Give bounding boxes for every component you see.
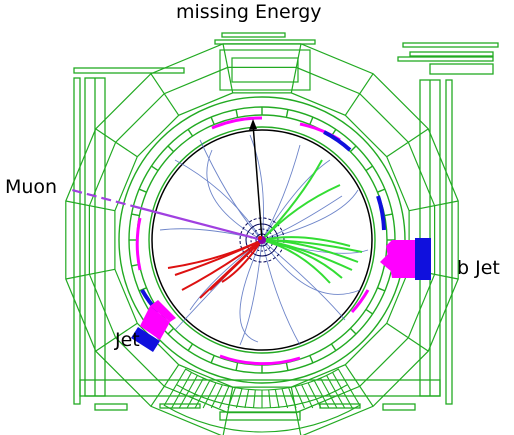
fan-segment	[186, 377, 204, 409]
chamber-spoke	[150, 364, 180, 407]
calorimeter-segment	[167, 327, 175, 335]
bottom-fan	[163, 368, 361, 433]
muon-track	[71, 188, 263, 242]
calorimeter-segment	[167, 145, 175, 153]
calorimeter-segment	[365, 165, 373, 172]
fan-segment	[307, 382, 322, 409]
calorimeter-segment	[235, 109, 239, 118]
calorimeter-segment	[235, 362, 239, 371]
calorimeter-segment	[151, 165, 159, 172]
jet-label: Jet	[115, 329, 140, 351]
b-jet-tracks	[261, 159, 363, 284]
fan-segment	[171, 372, 192, 409]
muon-chambers	[65, 43, 459, 435]
calorimeter-segment	[349, 327, 357, 335]
jet-deposit	[131, 300, 176, 352]
calorimeter-segment	[210, 355, 215, 364]
calorimeter-segment	[285, 362, 289, 371]
chamber-spoke	[344, 364, 374, 407]
fan-segment	[274, 389, 280, 409]
fan-segment	[313, 380, 330, 409]
calorimeter-segment	[187, 343, 194, 351]
calorimeter-segment	[309, 116, 314, 125]
chamber-spoke	[150, 73, 180, 116]
b-jet-deposit	[380, 238, 431, 280]
fan-segment	[301, 384, 314, 409]
fan-segment	[210, 384, 223, 409]
chamber-spoke	[386, 128, 429, 158]
fan-segment	[320, 377, 338, 409]
fan-mid-arc	[176, 384, 348, 409]
primary-vertex	[258, 236, 266, 244]
calorimeter-segment	[365, 308, 373, 315]
chamber-spoke	[408, 200, 459, 212]
fan-segment	[178, 375, 198, 409]
calorimeter-segment	[330, 343, 337, 351]
fan-segment	[268, 389, 272, 409]
chamber-spoke	[65, 200, 116, 212]
fan-segment	[281, 388, 289, 409]
inner-tracks	[159, 134, 369, 346]
fan-segment	[202, 382, 217, 409]
chamber-spoke	[65, 268, 116, 280]
calorimeter-segment	[210, 116, 215, 125]
calorimeter-segment	[131, 213, 140, 217]
calorimeter-segment	[349, 145, 357, 153]
calorimeter-segment	[285, 109, 289, 118]
fan-segment	[326, 375, 346, 409]
calorimeter-segment	[138, 287, 147, 292]
calorimeter-segment	[377, 287, 386, 292]
calorimeter-segment	[187, 129, 194, 137]
chamber-spoke	[344, 73, 374, 116]
chamber-spoke	[290, 43, 302, 94]
fan-segment	[244, 389, 250, 409]
calorimeter-segment	[309, 355, 314, 364]
calorimeter-segment	[377, 188, 386, 193]
fan-segment	[332, 372, 353, 409]
chamber-spoke	[95, 128, 138, 158]
b-jet-label: b Jet	[457, 257, 500, 279]
fan-segment	[194, 380, 211, 409]
fan-segment	[219, 386, 230, 409]
outer-frame	[73, 32, 499, 421]
missing-energy-arrow	[249, 119, 263, 241]
fan-segment	[235, 388, 243, 409]
fan-segment	[252, 389, 256, 409]
jet-tracks	[167, 239, 263, 299]
muon-label: Muon	[5, 176, 58, 198]
fan-segment	[294, 386, 305, 409]
chamber-spoke	[222, 43, 234, 94]
title-label: missing Energy	[176, 1, 322, 23]
chamber-spoke	[95, 322, 138, 352]
calorimeter-segment	[138, 188, 147, 193]
calorimeter-segment	[384, 213, 393, 217]
chamber-spoke	[386, 322, 429, 352]
